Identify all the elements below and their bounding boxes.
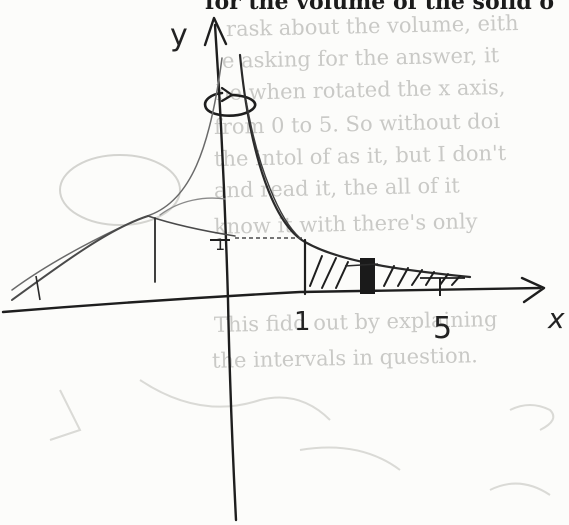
tick-label-y-one: 1: [215, 235, 225, 254]
sample-slice: [360, 258, 375, 294]
curve-right-branch-retrace: [245, 99, 301, 239]
curve-left-lower: [147, 215, 236, 237]
faint-smudge: [139, 379, 331, 421]
x-axis-arrow-icon: [520, 276, 546, 304]
rotation-arrowhead-icon: [220, 86, 235, 103]
faint-smudge: [489, 482, 551, 496]
curve-left-branch: [11, 57, 223, 291]
y-axis-arrow-icon: [203, 16, 228, 47]
y-axis-line: [213, 23, 238, 522]
faint-smudge: [299, 446, 401, 471]
faint-smudge: [49, 389, 82, 441]
tick-label-x-five: 5: [433, 311, 452, 346]
bleed-through-heading: for the volume of the solid o: [205, 0, 555, 15]
faint-smudge: [59, 154, 181, 226]
left-tick: [35, 275, 41, 301]
shaded-region: [309, 255, 461, 289]
curve-left-faint-arc: [159, 197, 226, 216]
y-axis-label: y: [170, 18, 188, 53]
curve-right-branch: [238, 53, 472, 279]
x-axis-label: x: [547, 302, 565, 335]
x-axis-line: [1, 286, 542, 314]
tick-label-x-one: 1: [294, 307, 311, 337]
faint-smudge: [509, 404, 555, 431]
rotation-arrow-icon: [203, 91, 257, 117]
curve-left-branch-retrace: [11, 215, 149, 301]
slice-top-line: [344, 263, 379, 267]
